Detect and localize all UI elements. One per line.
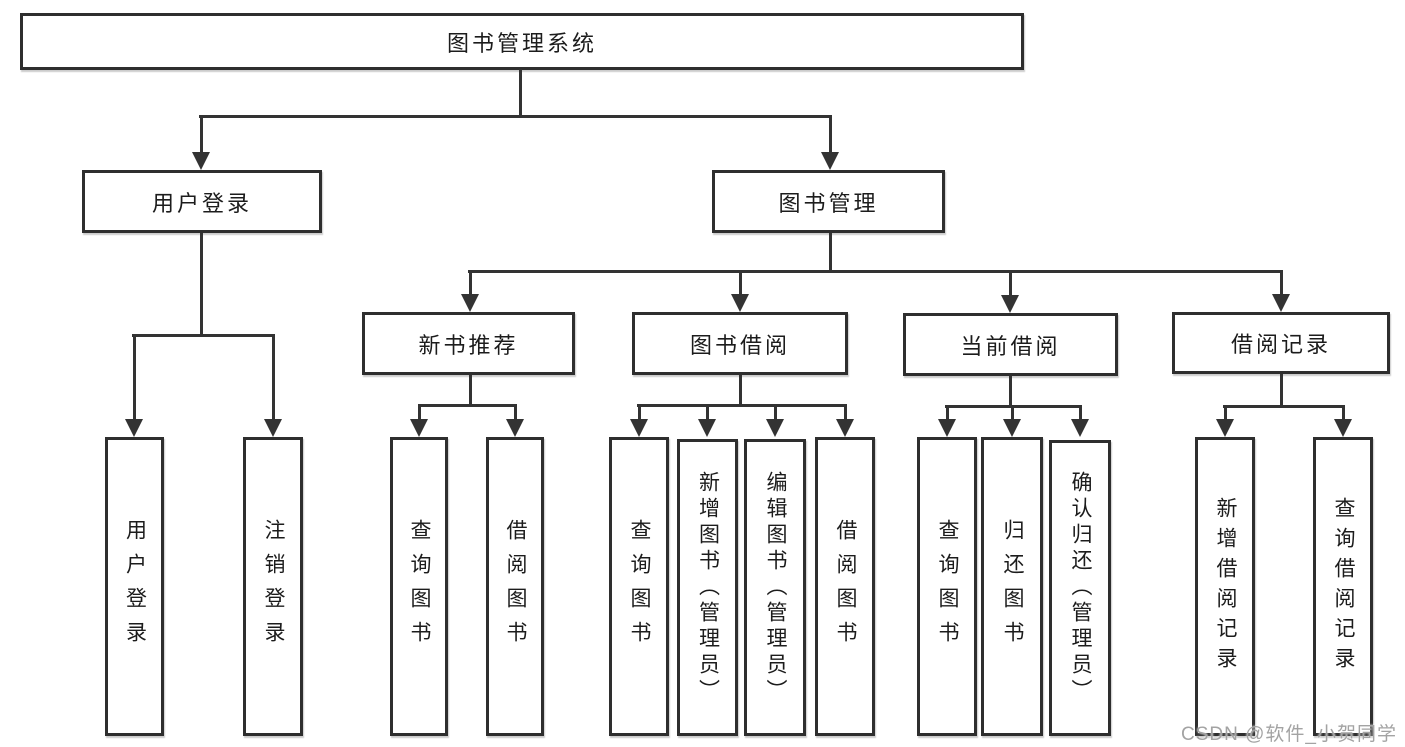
- arrowhead: [264, 419, 282, 437]
- node-borrowing-records-label: 借阅记录: [1230, 332, 1331, 357]
- node-user-login: 用户登录: [82, 170, 322, 233]
- line-segment: [1280, 374, 1283, 407]
- arrowhead: [1272, 294, 1290, 312]
- line-segment: [638, 404, 641, 422]
- line-segment: [469, 270, 472, 298]
- arrowhead: [192, 152, 210, 170]
- leaf-query-books-borrowing-label: 查询图书: [628, 518, 651, 655]
- leaf-logout: 注销登录: [243, 437, 303, 736]
- leaf-edit-books-admin: 编辑图书（管理员）: [744, 439, 806, 736]
- arrowhead: [836, 419, 854, 437]
- node-user-login-label: 用户登录: [151, 190, 252, 216]
- line-segment: [1342, 405, 1345, 422]
- arrowhead: [1003, 419, 1021, 437]
- leaf-query-borrow-record: 查询借阅记录: [1313, 437, 1373, 736]
- line-segment: [132, 334, 275, 337]
- arrowhead: [506, 419, 524, 437]
- arrowhead: [698, 419, 716, 437]
- line-segment: [200, 233, 203, 337]
- line-segment: [829, 115, 832, 157]
- line-segment: [1280, 270, 1283, 298]
- line-segment: [418, 404, 421, 422]
- node-new-book-recommend-label: 新书推荐: [418, 332, 519, 358]
- line-segment: [272, 334, 275, 422]
- arrowhead: [731, 294, 749, 312]
- node-current-borrowing: 当前借阅: [903, 313, 1118, 376]
- csdn-watermark: CSDN @软件_小贺同学: [1181, 724, 1397, 745]
- node-book-management: 图书管理: [712, 170, 945, 233]
- arrowhead: [938, 419, 956, 437]
- node-current-borrowing-label: 当前借阅: [960, 333, 1061, 359]
- leaf-add-borrow-record-label: 新增借阅记录: [1214, 496, 1237, 677]
- node-root-label: 图书管理系统: [446, 30, 597, 56]
- leaf-add-borrow-record: 新增借阅记录: [1195, 437, 1255, 736]
- leaf-add-books-admin-label: 新增图书（管理员）: [696, 470, 720, 705]
- leaf-return-books: 归还图书: [981, 437, 1043, 736]
- leaf-user-login-label: 用户登录: [123, 518, 147, 655]
- line-segment: [200, 115, 203, 157]
- node-book-borrowing: 图书借阅: [632, 312, 848, 375]
- line-segment: [1009, 270, 1012, 298]
- leaf-return-books-label: 归还图书: [1001, 518, 1024, 655]
- leaf-borrow-books-label: 借阅图书: [834, 518, 857, 655]
- arrowhead: [410, 419, 428, 437]
- arrowhead: [1334, 419, 1352, 437]
- arrowhead: [125, 419, 143, 437]
- leaf-query-books-current-label: 查询图书: [936, 518, 959, 655]
- line-segment: [774, 404, 777, 422]
- leaf-add-books-admin: 新增图书（管理员）: [677, 439, 738, 736]
- line-segment: [133, 334, 136, 422]
- line-segment: [739, 270, 742, 298]
- line-segment: [514, 404, 517, 422]
- line-segment: [1079, 405, 1082, 422]
- line-segment: [468, 270, 1283, 273]
- line-segment: [1011, 405, 1014, 422]
- line-segment: [469, 375, 472, 407]
- node-book-borrowing-label: 图书借阅: [689, 332, 790, 358]
- line-segment: [1223, 405, 1345, 408]
- node-new-book-recommend: 新书推荐: [362, 312, 575, 375]
- node-root: 图书管理系统: [20, 13, 1024, 70]
- line-segment: [844, 404, 847, 422]
- leaf-confirm-return-admin-label: 确认归还（管理员）: [1069, 471, 1092, 705]
- leaf-borrow-books-recommend: 借阅图书: [486, 437, 544, 736]
- line-segment: [199, 115, 832, 118]
- leaf-user-login: 用户登录: [105, 437, 164, 736]
- leaf-borrow-books: 借阅图书: [815, 437, 875, 736]
- leaf-confirm-return-admin: 确认归还（管理员）: [1049, 440, 1111, 736]
- line-segment: [637, 404, 847, 407]
- line-segment: [946, 405, 949, 422]
- arrowhead: [461, 294, 479, 312]
- arrowhead: [766, 419, 784, 437]
- arrowhead: [630, 419, 648, 437]
- leaf-edit-books-admin-label: 编辑图书（管理员）: [764, 470, 787, 705]
- leaf-query-borrow-record-label: 查询借阅记录: [1332, 496, 1355, 677]
- leaf-query-books-current: 查询图书: [917, 437, 977, 736]
- leaf-query-books-recommend-label: 查询图书: [408, 518, 431, 655]
- node-book-management-label: 图书管理: [778, 190, 879, 216]
- node-borrowing-records: 借阅记录: [1172, 312, 1390, 374]
- arrowhead: [1001, 295, 1019, 313]
- line-segment: [1224, 405, 1227, 422]
- line-segment: [829, 233, 832, 273]
- line-segment: [418, 404, 517, 407]
- line-segment: [739, 375, 742, 407]
- arrowhead: [1216, 419, 1234, 437]
- arrowhead: [821, 152, 839, 170]
- leaf-logout-label: 注销登录: [262, 518, 285, 655]
- leaf-query-books-recommend: 查询图书: [390, 437, 448, 736]
- arrowhead: [1071, 419, 1089, 437]
- line-segment: [706, 404, 709, 422]
- line-segment: [1009, 376, 1012, 407]
- line-segment: [519, 69, 522, 117]
- leaf-borrow-books-recommend-label: 借阅图书: [504, 518, 527, 655]
- leaf-query-books-borrowing: 查询图书: [609, 437, 669, 736]
